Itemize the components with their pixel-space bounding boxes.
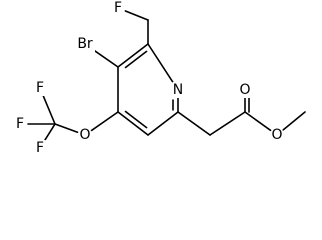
- atom-background-f_a: [14, 116, 26, 132]
- bond-cf3-f_c: [43, 123, 56, 143]
- bond-c_carbonyl-o_ester: [244, 111, 272, 132]
- atom-background-f_top: [112, 0, 124, 16]
- atom-background-f_c: [34, 140, 46, 156]
- atom-background-o_ether: [79, 127, 91, 143]
- bond-o_ether-cf3: [54, 123, 79, 134]
- atom-background-o_carbonyl: [239, 82, 251, 98]
- bond-c2-c3: [117, 43, 149, 68]
- atom-label-o_ester: O: [271, 127, 282, 143]
- atom-label-o_carbonyl: O: [239, 82, 250, 98]
- bonds-layer: [27, 10, 306, 143]
- bond-c5-c6: [147, 111, 179, 136]
- atom-background-br: [75, 36, 95, 52]
- atom-label-f_b: F: [36, 80, 44, 96]
- bond-o_ester-ch3: [282, 111, 306, 131]
- bond-ch2f-f_top: [124, 10, 149, 21]
- bond-c2-c3-inner: [124, 50, 148, 69]
- bond-c3-br: [93, 49, 119, 68]
- atom-background-f_b: [34, 80, 46, 96]
- bond-c4-c5: [117, 111, 149, 136]
- bond-ch2-c_carbonyl: [209, 111, 246, 136]
- atom-label-br: Br: [77, 36, 93, 52]
- atom-label-f_top: F: [114, 0, 122, 16]
- bond-c4-c5-inner: [124, 110, 148, 129]
- atom-label-f_c: F: [36, 140, 44, 156]
- atom-label-f_a: F: [16, 116, 24, 132]
- atom-background-o_ester: [271, 127, 283, 143]
- atom-label-n1: N: [173, 82, 183, 98]
- bond-c4-o_ether: [90, 111, 119, 132]
- atom-background-n1: [172, 82, 184, 98]
- bond-c6-ch2: [177, 111, 211, 136]
- atom-label-o_ether: O: [79, 127, 90, 143]
- bond-n1-c2: [147, 43, 175, 85]
- bond-cf3-f_b: [42, 94, 56, 125]
